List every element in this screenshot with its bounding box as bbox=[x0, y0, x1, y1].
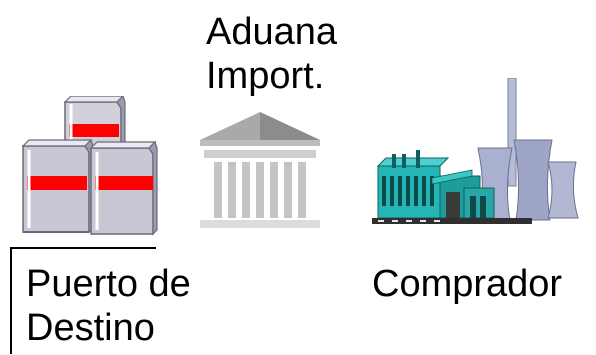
plant-building bbox=[376, 150, 495, 219]
port-label-line1: Puerto de bbox=[26, 263, 191, 305]
building-columns bbox=[214, 162, 306, 218]
buyer-label: Comprador bbox=[372, 263, 563, 305]
crates-icon bbox=[21, 96, 158, 236]
customs-label: Aduana Import. bbox=[206, 10, 337, 98]
port-label-bracket bbox=[10, 247, 156, 354]
cooling-tower-3 bbox=[547, 161, 579, 219]
port-label: Puerto de Destino bbox=[26, 262, 191, 350]
crate-right bbox=[89, 140, 158, 236]
customs-label-line1: Aduana bbox=[206, 11, 338, 53]
power-plant-icon bbox=[372, 78, 579, 224]
customs-label-line2: Import. bbox=[206, 55, 325, 97]
cooling-tower-2 bbox=[513, 139, 553, 221]
crate-left bbox=[21, 138, 94, 234]
port-label-line2: Destino bbox=[26, 307, 155, 349]
customs-building-icon bbox=[200, 112, 320, 228]
